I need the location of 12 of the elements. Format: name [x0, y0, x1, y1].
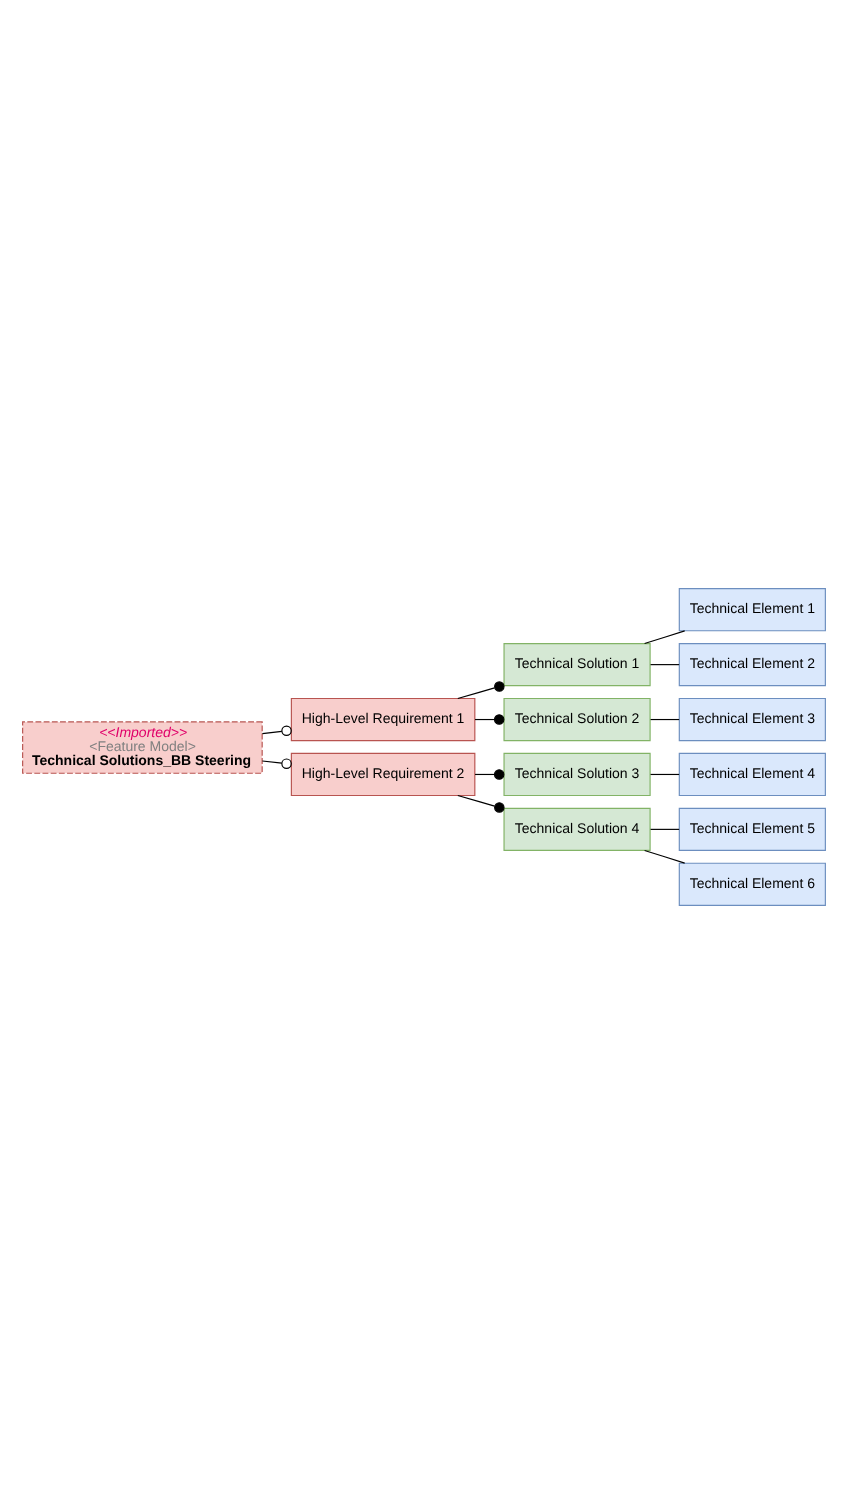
connector: [457, 680, 505, 699]
connector: [650, 772, 680, 775]
connector: [644, 848, 686, 863]
connector: [474, 768, 505, 779]
connector: [644, 629, 686, 644]
connector: [457, 793, 505, 812]
connector: [474, 713, 505, 724]
connector: [650, 827, 680, 829]
connector: [261, 724, 292, 735]
connector: [261, 757, 292, 768]
connector: [650, 663, 680, 665]
connector: [650, 717, 680, 720]
